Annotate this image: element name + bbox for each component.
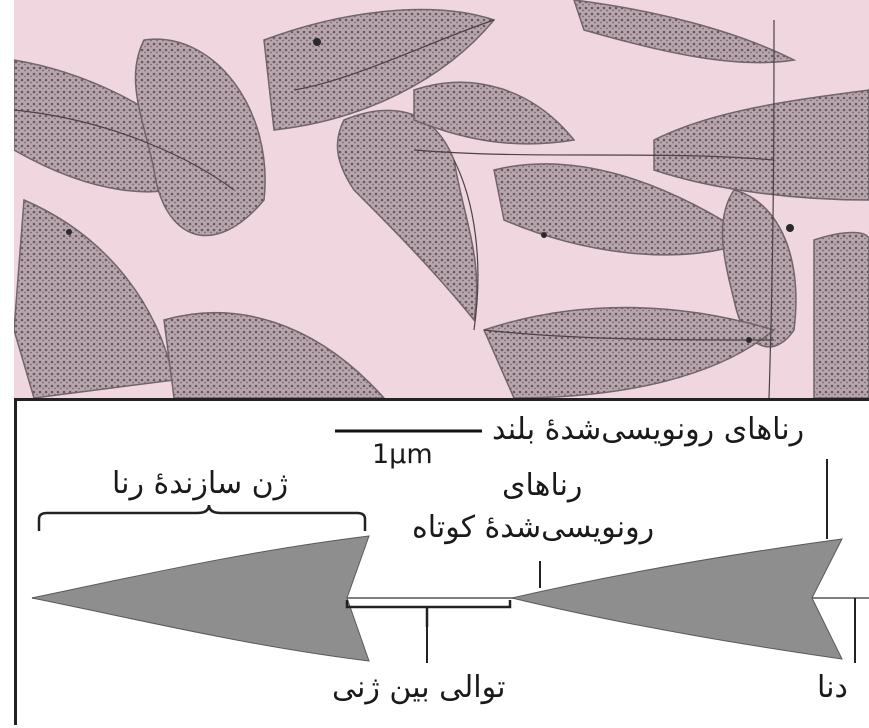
short-transcripts-label-line1: رناهای [502, 471, 582, 501]
gene-label: ژن سازندهٔ رنا [112, 469, 288, 499]
gene-bracket [39, 505, 365, 531]
schematic-diagram: 1µm ژن سازندهٔ رنا رناهای رونویسی‌شدهٔ ب… [14, 398, 869, 725]
dna-label: دنا [817, 673, 848, 703]
transcription-unit-right [512, 539, 842, 659]
short-transcripts-label-line2: رونویسی‌شدهٔ کوتاه [412, 513, 654, 543]
transcription-unit-left [32, 536, 369, 661]
long-transcripts-label: رناهای رونویسی‌شدهٔ بلند [492, 415, 804, 445]
spacer-bracket [347, 600, 510, 627]
scale-bar-label: 1µm [372, 441, 433, 468]
intergenic-spacer-label: توالی بین ژنی [332, 673, 505, 703]
electron-micrograph [14, 0, 869, 398]
micrograph-image [14, 0, 869, 398]
